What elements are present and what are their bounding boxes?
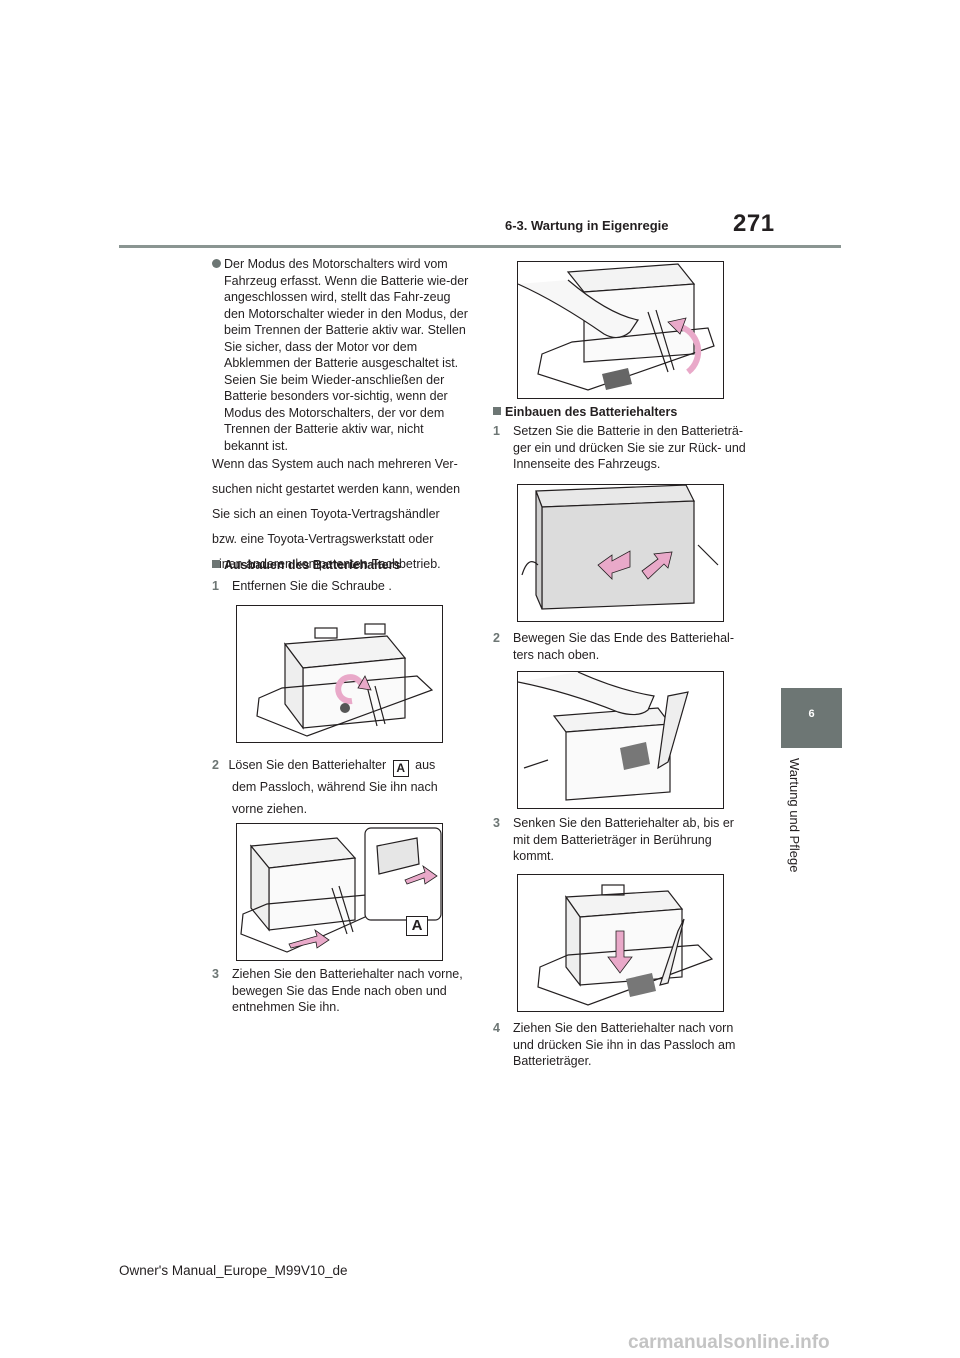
step-text: aus [415, 758, 436, 772]
figure-remove-screw [236, 605, 443, 743]
figure-release-holder: A [236, 823, 443, 961]
callout-a-label: A [406, 916, 428, 936]
callout-a-badge: A [392, 760, 409, 777]
step-number: 2 [493, 631, 500, 645]
install-step-3: 3 Senken Sie den Batteriehalter ab, bis … [493, 815, 753, 863]
step-number: 3 [212, 967, 219, 981]
paragraph-line: Wenn das System auch nach mehreren Ver- [212, 457, 458, 471]
heading-square-icon [493, 407, 501, 415]
chapter-tab[interactable]: 6 [781, 688, 842, 748]
note-bullet: Der Modus des Motorschalters wird vom Fa… [224, 257, 469, 453]
section-title: 6-3. Wartung in Eigenregie [505, 218, 669, 233]
footer-manual-id: Owner's Manual_Europe_M99V10_de [119, 1263, 348, 1278]
figure-raise-holder-end [517, 671, 724, 809]
step-number: 3 [493, 816, 500, 830]
removal-heading: Ausbauen des Batteriehalters [212, 557, 472, 574]
step-text: Entfernen Sie die Schraube . [232, 579, 392, 593]
paragraph-line: Sie sich an einen Toyota-Vertragshändler [212, 507, 440, 521]
header-divider [119, 245, 841, 248]
removal-step-3: 3 Ziehen Sie den Batteriehalter nach vor… [212, 966, 472, 1014]
removal-step-2: 2 Lösen Sie den Batteriehalter A aus dem… [212, 755, 472, 821]
figure-lower-holder [517, 874, 724, 1012]
page-number: 271 [733, 210, 775, 237]
step-text: Setzen Sie die Batterie in den Batteriet… [513, 424, 746, 471]
step-text: Ziehen Sie den Batteriehalter nach vorne… [232, 967, 463, 1014]
paragraph-line: einen anderen kompetenten Fachbetrieb. [212, 557, 441, 571]
step-text: Lösen Sie den Batteriehalter [228, 758, 387, 772]
figure-seat-battery [517, 484, 724, 622]
step-text: vorne ziehen. [232, 801, 308, 816]
step-text: Senken Sie den Batteriehalter ab, bis er… [513, 816, 734, 863]
install-step-2: 2 Bewegen Sie das Ende des Batteriehal-t… [493, 630, 753, 662]
install-step-1: 1 Setzen Sie die Batterie in den Batteri… [493, 423, 753, 471]
step-number: 4 [493, 1021, 500, 1035]
removal-step-1: 1 Entfernen Sie die Schraube . [212, 578, 452, 595]
heading-square-icon [212, 560, 220, 568]
install-step-4: 4 Ziehen Sie den Batteriehalter nach vor… [493, 1020, 753, 1068]
step-number: 1 [212, 579, 219, 593]
step-text: Bewegen Sie das Ende des Batteriehal-ter… [513, 631, 734, 662]
contact-paragraph: Wenn das System auch nach mehreren Ver- … [212, 452, 470, 577]
removal-heading-text: Ausbauen des Batteriehalters [224, 558, 401, 572]
install-heading-text: Einbauen des Batteriehalters [505, 405, 678, 419]
paragraph-line: suchen nicht gestartet werden kann, wend… [212, 482, 461, 496]
install-heading: Einbauen des Batteriehalters [493, 404, 753, 421]
chapter-number: 6 [808, 708, 815, 720]
step-text: Ziehen Sie den Batteriehalter nach vorn … [513, 1021, 736, 1068]
chapter-label: Wartung und Pflege [787, 758, 802, 873]
step-number: 2 [212, 758, 219, 772]
figure-lift-holder-out [517, 261, 724, 399]
step-text: dem Passloch, während Sie ihn nach [232, 780, 438, 794]
paragraph-line: bzw. eine Toyota-Vertragswerkstatt oder [212, 532, 434, 546]
bullet-icon [212, 259, 221, 268]
watermark: carmanualsonline.info [628, 1332, 830, 1353]
step-number: 1 [493, 424, 500, 438]
